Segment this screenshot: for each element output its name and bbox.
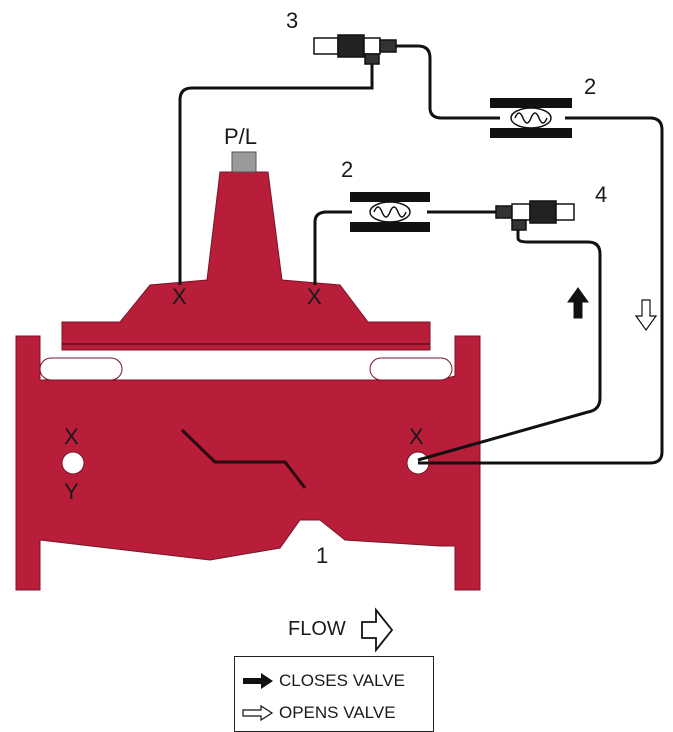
position-indicator-plug: [231, 151, 257, 173]
internal-seat-line: [180, 428, 307, 489]
port-label-x-body-right: X: [409, 424, 424, 449]
outline-arrow-icon: [242, 705, 274, 721]
main-valve: [15, 171, 481, 591]
control-tubing: [178, 44, 664, 465]
main-valve-number: 1: [316, 543, 329, 568]
port-label-x-cover-left: X: [172, 284, 187, 309]
needle-left-number: 2: [341, 157, 354, 182]
pilot-valve-4: [495, 200, 575, 231]
cover: [61, 171, 431, 351]
closes-direction-arrow: [567, 287, 589, 319]
port-label-pl: P/L: [224, 124, 258, 149]
port-left: [61, 451, 85, 475]
flow-arrow-icon: [361, 607, 394, 653]
pilot-3-number: 3: [286, 8, 299, 33]
port-label-x-body-left: X: [64, 424, 79, 449]
legend-closes-row: CLOSES VALVE: [241, 669, 405, 693]
legend-closes-label: CLOSES VALVE: [279, 671, 405, 690]
needle-valve-left: [350, 192, 430, 232]
needle-valve-top: [490, 98, 572, 138]
pilot-valve-3: [313, 34, 397, 65]
legend: CLOSES VALVE OPENS VALVE: [234, 656, 434, 732]
flow-label: FLOW: [288, 618, 346, 640]
solid-arrow-icon: [243, 673, 273, 689]
legend-opens-label: OPENS VALVE: [279, 703, 396, 722]
needle-top-number: 2: [584, 74, 597, 99]
pilot-4-number: 4: [595, 182, 608, 207]
opens-direction-arrow: [634, 299, 658, 332]
legend-opens-row: OPENS VALVE: [241, 701, 396, 725]
port-label-x-cover-right: X: [307, 284, 322, 309]
port-label-y-body-left: Y: [64, 479, 79, 504]
